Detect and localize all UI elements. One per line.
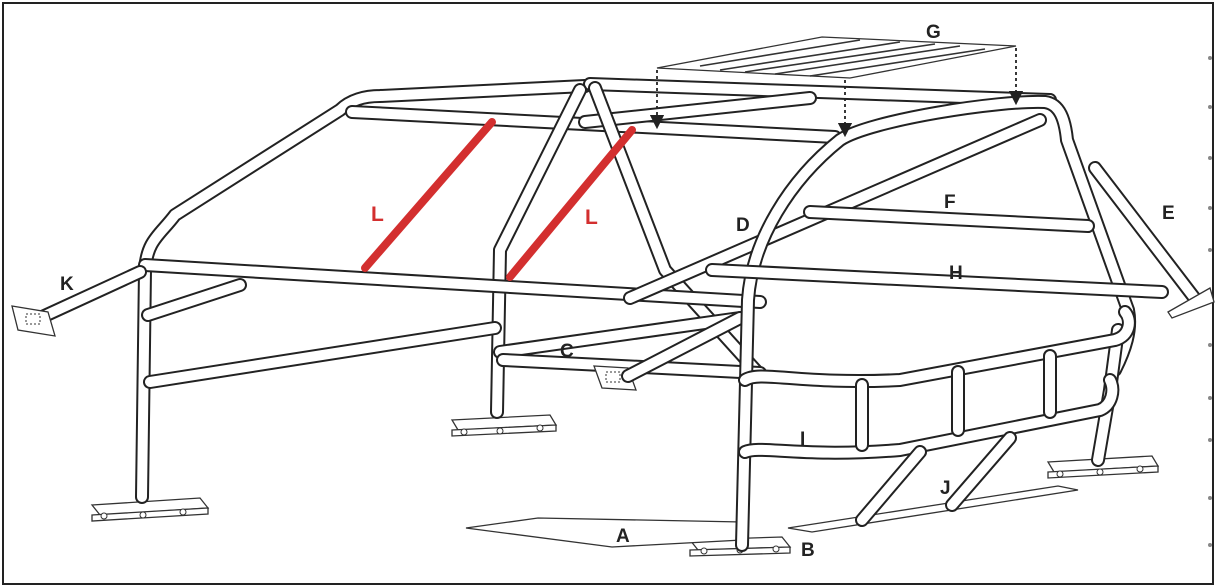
label-d: D [736,215,750,236]
label-f: F [944,192,956,213]
plate-a [465,517,743,548]
top-rear-rail [583,77,1057,107]
side-impact-verticals [855,349,1057,452]
plate-j-floor [787,485,1079,533]
side-bar-lower [143,321,502,389]
side-rail-long [138,258,767,309]
side-impact-bar-upper [738,305,1136,389]
cross-bar-f [803,205,1095,233]
floor-brace-j-left [855,445,927,527]
rear-stay-e [1088,161,1215,319]
rear-bar-c [493,311,747,359]
side-bar-upper-short [141,278,247,322]
label-a: A [616,526,630,547]
mount-plate-front-left [90,497,210,522]
brace-l-right [506,126,636,281]
roof-plate-g [656,36,1017,79]
side-tube-k [33,265,147,325]
cross-bar-h [705,263,1169,299]
label-e: E [1162,203,1175,224]
rear-bar-c-foot [593,311,747,391]
label-i: I [800,429,805,450]
label-h: H [949,263,963,284]
mount-plate-rear-left [450,414,558,437]
label-l-left: L [371,203,384,226]
label-g: G [926,22,941,43]
top-inner-rail [578,91,817,129]
label-j: J [940,478,951,499]
floor-brace-j-right [945,431,1017,512]
roof-plate-arrows [649,48,1024,138]
label-c: C [560,341,574,362]
label-l-right: L [585,206,598,229]
side-tube-k-foot [11,305,56,337]
brace-l-left [361,118,496,272]
label-k: K [60,274,74,295]
side-impact-bar-lower-i [738,373,1120,460]
front-hoop [135,79,592,504]
label-b: B [801,540,815,561]
